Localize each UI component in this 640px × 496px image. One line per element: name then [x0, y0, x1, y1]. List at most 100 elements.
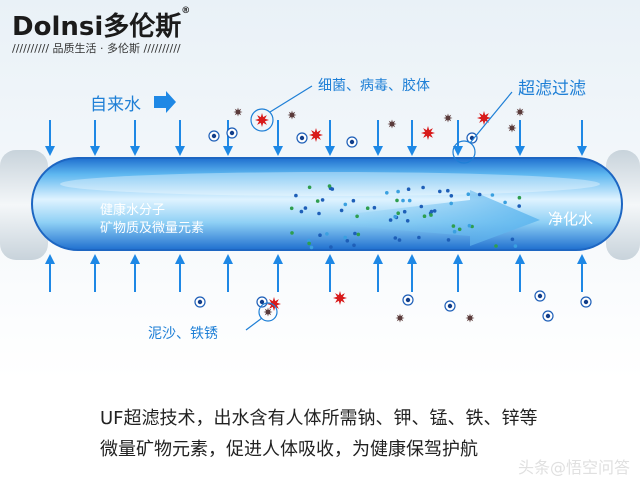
mineral-dot [353, 231, 357, 236]
molecule-core [447, 303, 453, 309]
mineral-dot [320, 198, 325, 202]
molecule-core [537, 293, 543, 299]
mineral-dot [467, 223, 472, 228]
mineral-dot [307, 241, 311, 246]
label-purified-water: 净化水 [548, 210, 593, 228]
label-uf-filter: 超滤过滤 [518, 79, 586, 99]
mineral-dot [318, 233, 322, 237]
mineral-dot [351, 198, 356, 203]
mineral-dot [396, 189, 400, 194]
mineral-dot [449, 194, 454, 198]
mineral-dot [396, 211, 401, 215]
down-arrow-head [515, 146, 525, 156]
down-arrow-head [373, 146, 383, 156]
label-minerals: 矿物质及微量元素 [100, 221, 204, 236]
mineral-dot [365, 206, 370, 210]
bacteria-particle [421, 126, 435, 140]
mineral-dot [466, 192, 471, 196]
mineral-dot [449, 201, 454, 206]
watermark: 头条@悟空问答 [517, 458, 630, 477]
down-arrow-head [325, 146, 335, 156]
sediment-particle [395, 313, 405, 323]
mineral-dot [490, 193, 495, 197]
up-arrow-head [175, 254, 185, 264]
mineral-dot [457, 227, 462, 232]
label-bacteria: 细菌、病毒、胶体 [318, 77, 430, 94]
mineral-dot [429, 213, 433, 217]
uf-leader-line [469, 91, 513, 144]
mineral-dot [385, 191, 389, 195]
mineral-dot [325, 232, 329, 236]
molecule-core [583, 299, 589, 305]
pipe-highlight [60, 172, 600, 196]
molecule-core [405, 297, 411, 303]
sediment-particle [443, 113, 453, 123]
left-tube-stub [0, 150, 48, 260]
mineral-dot [397, 238, 402, 242]
mineral-dot [355, 214, 359, 219]
flow-arrow [350, 190, 540, 246]
down-arrow-head [45, 146, 55, 156]
bacteria-particle [333, 291, 347, 305]
mineral-dot [401, 198, 405, 203]
mineral-dot [417, 235, 421, 240]
sediment-callout-circle [258, 302, 278, 322]
mineral-dot [329, 245, 333, 249]
mineral-dot [307, 238, 311, 243]
down-arrow-head [453, 146, 463, 156]
bacteria-particle [267, 297, 281, 311]
mineral-dot [343, 235, 348, 240]
up-arrow-head [223, 254, 233, 264]
down-arrow-head [273, 146, 283, 156]
label-health-molecules: 健康水分子 [100, 202, 165, 218]
mineral-dot [309, 245, 314, 250]
mineral-dot [327, 184, 332, 188]
molecule-core [349, 139, 355, 145]
molecule-core [259, 299, 265, 305]
mineral-dot [406, 187, 411, 191]
mineral-dot [452, 229, 457, 234]
caption-line-2: 微量矿物元素，促进人体吸收，为健康保驾护航 [100, 439, 478, 460]
mineral-dot [494, 244, 498, 248]
mineral-dot [289, 206, 294, 211]
label-sediment: 泥沙、铁锈 [148, 326, 218, 342]
mineral-dot [303, 206, 308, 210]
mineral-dot [503, 200, 507, 205]
mineral-dot [510, 237, 515, 242]
up-arrow-head [130, 254, 140, 264]
sediment-particle [465, 313, 475, 323]
mineral-dot [393, 236, 398, 240]
mineral-dot [388, 218, 393, 222]
registered-mark: ® [181, 6, 191, 16]
up-arrow-head [45, 254, 55, 264]
bacteria-callout-circle [250, 108, 274, 132]
mineral-dot [432, 209, 437, 213]
sediment-particle [263, 307, 273, 317]
molecule-core [197, 299, 203, 305]
down-arrow-head [130, 146, 140, 156]
mineral-dot [352, 243, 356, 248]
up-arrow-head [90, 254, 100, 264]
brand-logo-text: Dolnsi多伦斯 [12, 12, 182, 42]
mineral-dot [317, 211, 321, 216]
up-arrow-head [273, 254, 283, 264]
inflow-label-arrow [154, 91, 176, 113]
down-arrow-head [223, 146, 233, 156]
molecule-core [229, 130, 235, 136]
down-arrow-head [175, 146, 185, 156]
mineral-dot [299, 209, 304, 214]
sediment-particle [507, 123, 517, 133]
sediment-particle [233, 107, 243, 117]
up-arrow-head [577, 254, 587, 264]
mineral-dot [339, 208, 344, 213]
molecule-core [545, 313, 551, 319]
uf-callout-circle [452, 140, 476, 164]
mineral-dot [446, 238, 451, 242]
mineral-dot [517, 204, 521, 208]
mineral-dot [419, 204, 424, 209]
mineral-dot [393, 214, 398, 219]
up-arrow-head [515, 254, 525, 264]
brand-tagline: ////////// 品质生活 · 多伦斯 ////////// [12, 42, 181, 55]
down-arrow-head [407, 146, 417, 156]
